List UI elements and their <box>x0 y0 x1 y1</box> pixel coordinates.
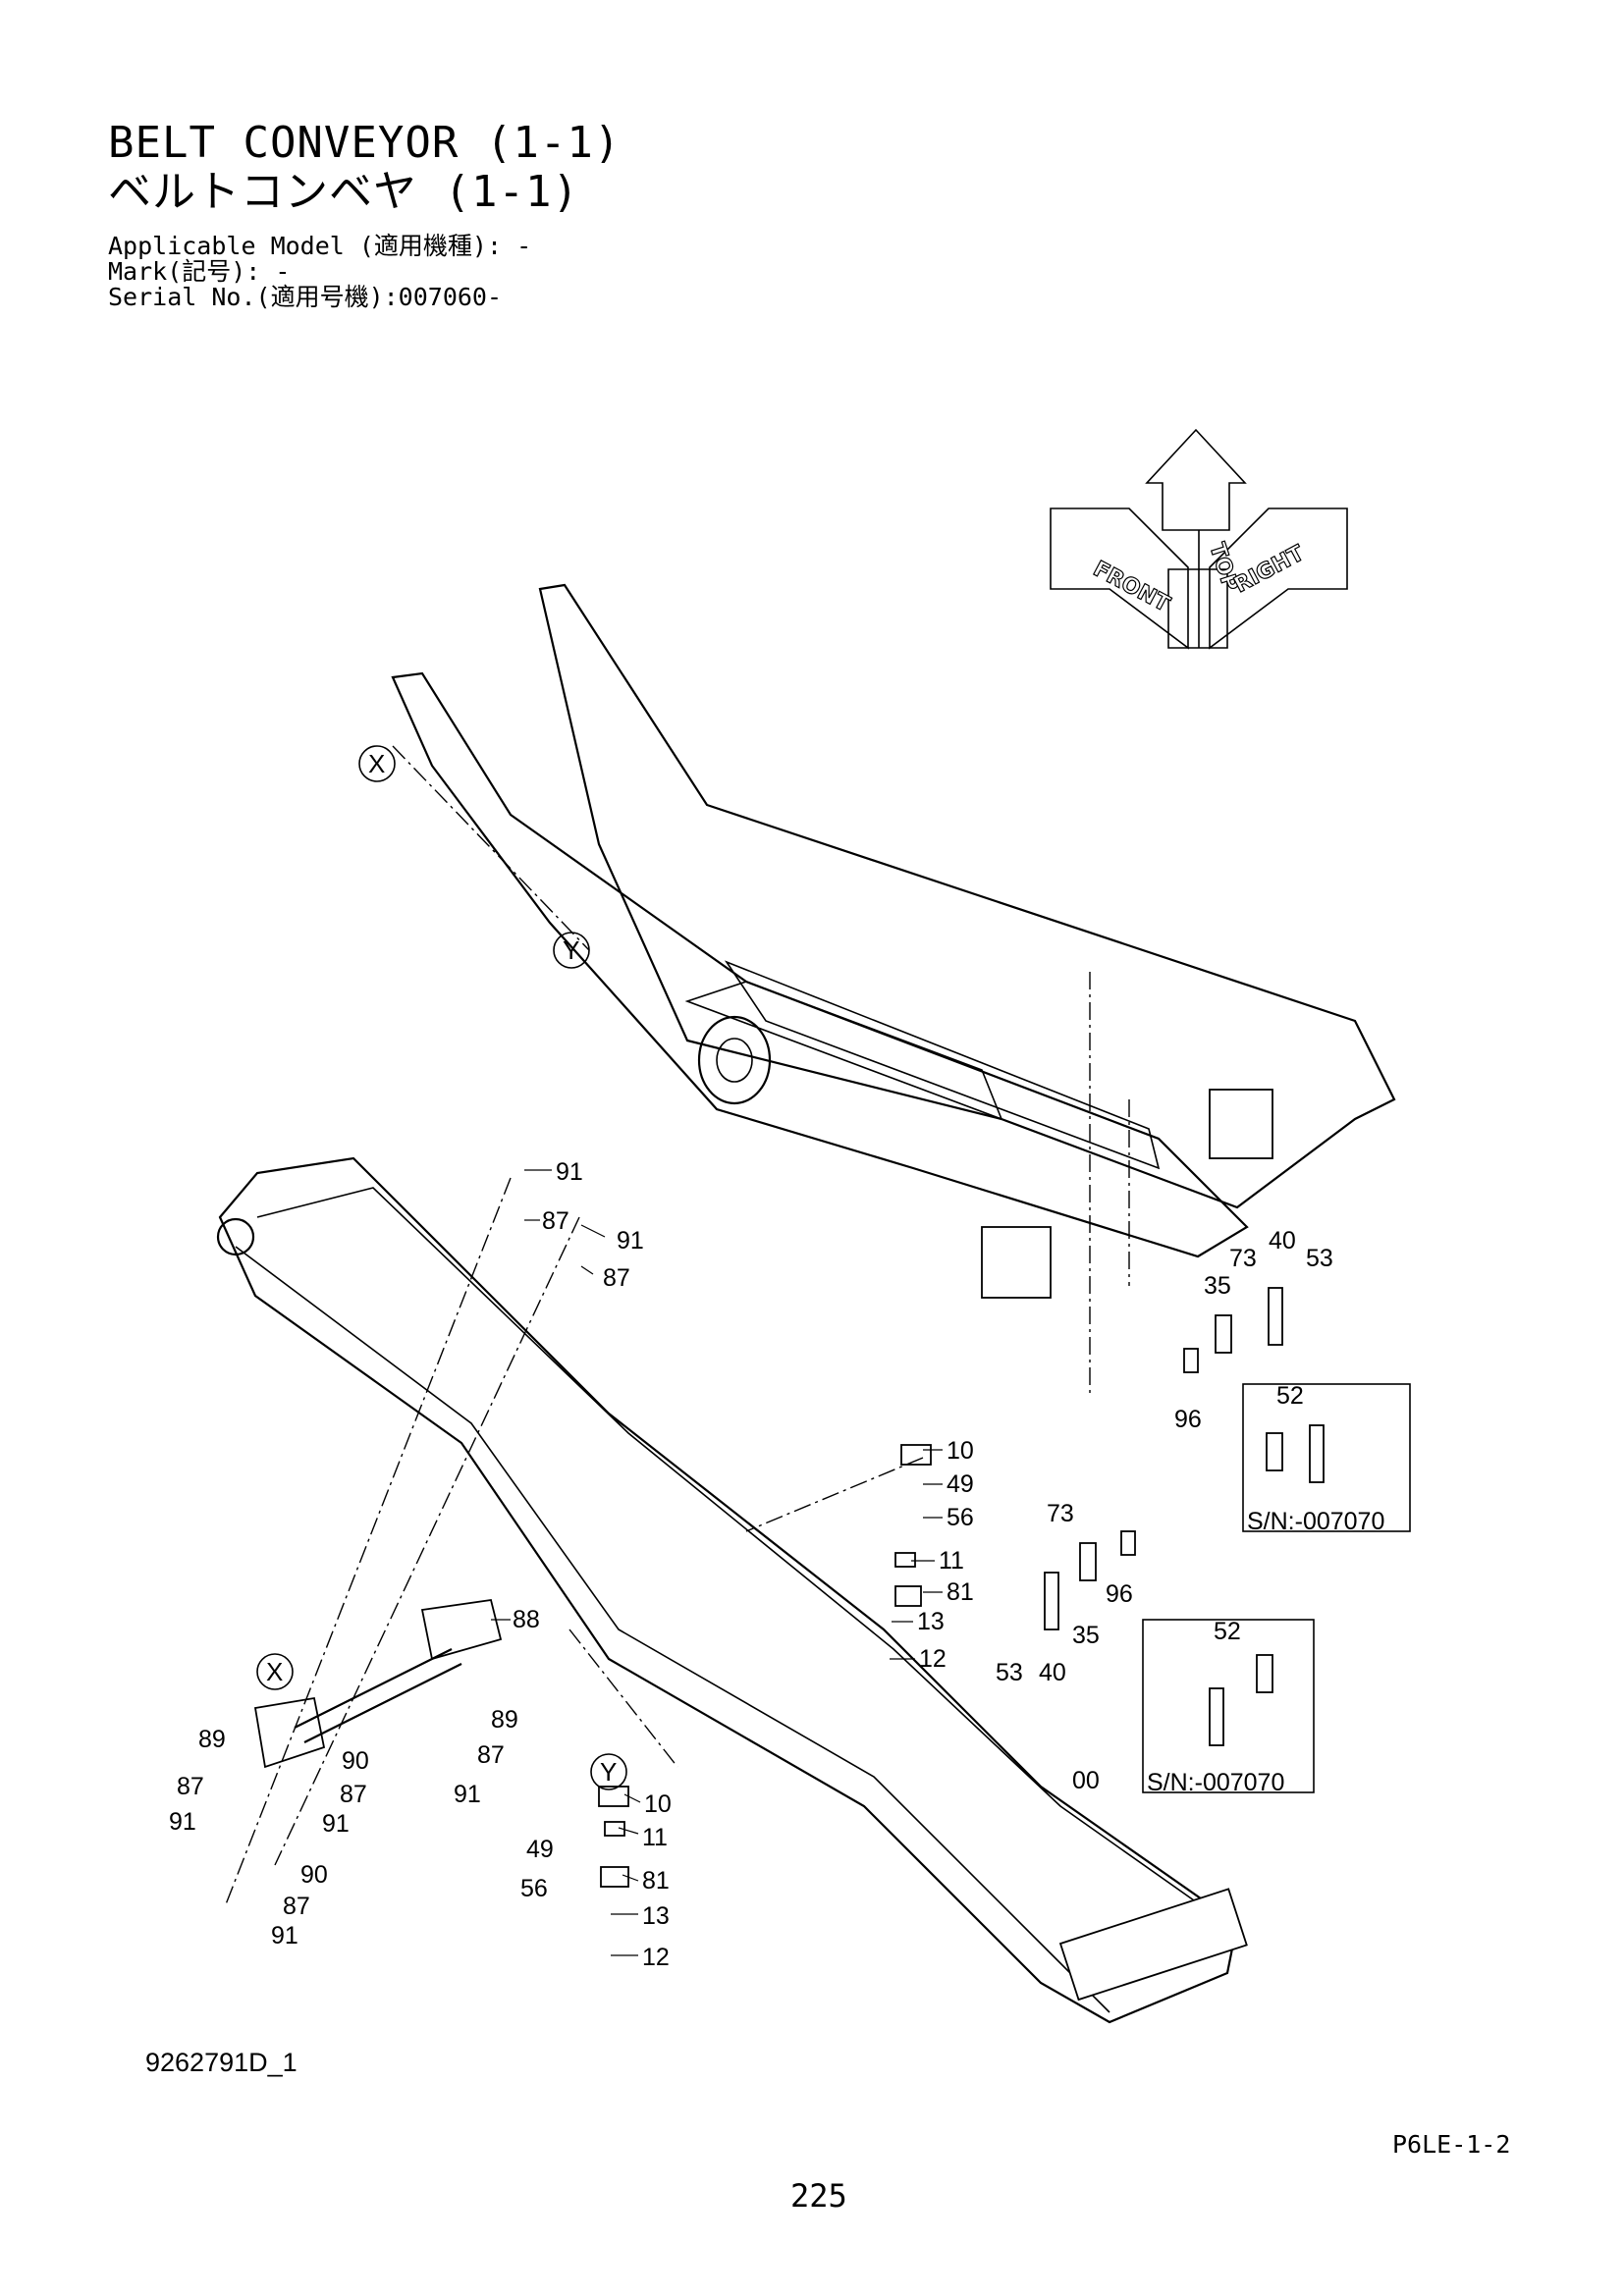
part-label-91: 91 <box>556 1158 583 1186</box>
part-label-73: 73 <box>1229 1245 1257 1272</box>
callout-x-lower-label: X <box>266 1657 283 1686</box>
callout-x-lower <box>256 1653 294 1690</box>
part-label-40: 40 <box>1039 1659 1066 1686</box>
callout-y-lower <box>590 1753 627 1790</box>
part-label-87: 87 <box>340 1781 367 1808</box>
callout-x-upper-label: X <box>368 749 385 778</box>
part-label-49: 49 <box>526 1836 554 1863</box>
part-label-11: 11 <box>642 1824 668 1851</box>
part-label-40: 40 <box>1269 1227 1296 1255</box>
part-labels: 91 87 91 87 73 40 53 35 96 52 10 49 56 1… <box>169 1158 1333 1971</box>
part-label-91: 91 <box>454 1781 481 1808</box>
part-label-12: 12 <box>642 1944 670 1971</box>
part-label-91: 91 <box>617 1227 644 1255</box>
part-label-89: 89 <box>491 1706 518 1734</box>
part-label-52: 52 <box>1276 1382 1304 1410</box>
callout-y-upper <box>553 932 590 969</box>
part-label-87: 87 <box>603 1264 630 1292</box>
leader-lines <box>491 1169 943 1956</box>
callout-x-upper <box>358 745 396 782</box>
page-number: 225 <box>790 2177 847 2215</box>
part-label-90: 90 <box>300 1861 328 1889</box>
part-label-96: 96 <box>1174 1406 1202 1433</box>
part-label-49: 49 <box>947 1470 974 1498</box>
part-label-12: 12 <box>919 1645 947 1673</box>
serial-note-lower: S/N:-007070 <box>1147 1769 1284 1796</box>
bracket-y-assembly <box>568 1444 932 1888</box>
part-label-89: 89 <box>198 1726 226 1753</box>
part-label-91: 91 <box>169 1808 196 1836</box>
part-label-35: 35 <box>1072 1622 1100 1649</box>
frame-assembly <box>391 583 1396 1394</box>
part-label-90: 90 <box>342 1747 369 1775</box>
part-label-11: 11 <box>939 1547 964 1575</box>
front-label: FRONT <box>1089 557 1173 617</box>
bracket-x-assembly <box>225 1177 580 1905</box>
part-label-88: 88 <box>513 1606 540 1633</box>
part-label-91: 91 <box>322 1810 350 1838</box>
callout-y-lower-label: Y <box>600 1757 617 1787</box>
part-label-81: 81 <box>642 1867 670 1895</box>
plate-assemblies <box>1044 1287 1411 1793</box>
part-label-56: 56 <box>520 1875 548 1902</box>
part-label-10: 10 <box>644 1790 672 1818</box>
part-label-91: 91 <box>271 1922 298 1949</box>
part-label-56: 56 <box>947 1504 974 1531</box>
orientation-indicator: FRONT TOP RIGHT <box>1050 428 1348 650</box>
serial-note-upper: S/N:-007070 <box>1247 1508 1384 1535</box>
title-japanese: ベルトコンベヤ (1-1) <box>108 167 579 217</box>
callout-y-upper-label: Y <box>563 935 579 965</box>
part-label-87: 87 <box>542 1207 569 1235</box>
part-label-87: 87 <box>177 1773 204 1800</box>
conveyor-body <box>216 1156 1248 2024</box>
part-label-52: 52 <box>1214 1618 1241 1645</box>
part-label-10: 10 <box>947 1437 974 1465</box>
part-label-53: 53 <box>1306 1245 1333 1272</box>
part-label-87: 87 <box>477 1741 505 1769</box>
drawing-code: 9262791D_1 <box>145 2048 298 2077</box>
part-label-35: 35 <box>1204 1272 1231 1300</box>
page-code: P6LE-1-2 <box>1392 2130 1511 2159</box>
mark: Mark(記号): - <box>108 257 291 286</box>
part-label-87: 87 <box>283 1893 310 1920</box>
part-label-73: 73 <box>1047 1500 1074 1527</box>
serial-number: Serial No.(適用号機):007060- <box>108 283 503 311</box>
part-label-13: 13 <box>917 1608 945 1635</box>
part-label-96: 96 <box>1106 1580 1133 1608</box>
part-label-53: 53 <box>996 1659 1023 1686</box>
part-label-00: 00 <box>1072 1767 1100 1794</box>
title-english: BELT CONVEYOR (1-1) <box>108 118 622 168</box>
applicable-model: Applicable Model (適用機種): - <box>108 232 532 260</box>
part-label-13: 13 <box>642 1902 670 1930</box>
part-label-81: 81 <box>947 1578 974 1606</box>
